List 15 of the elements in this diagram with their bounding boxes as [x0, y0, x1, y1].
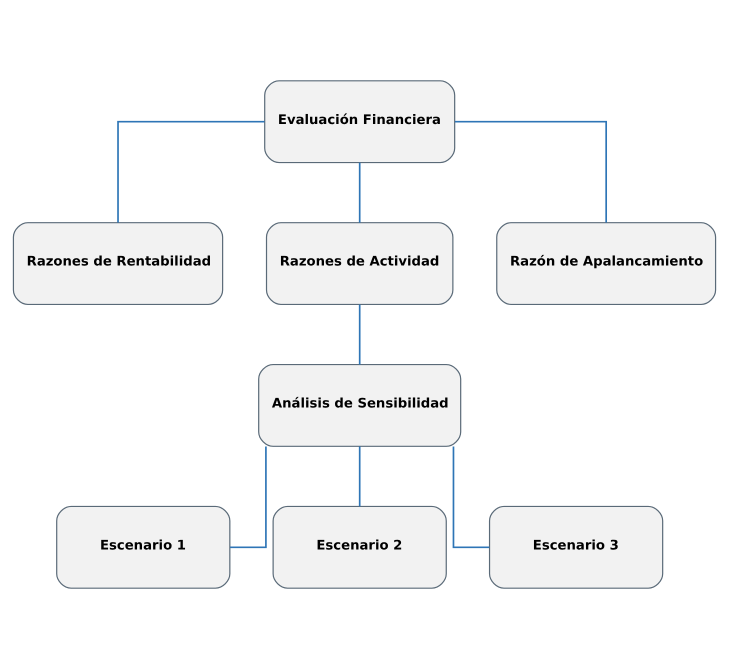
connector	[452, 446, 490, 548]
node-box: Razón de Apalancamiento	[496, 222, 716, 305]
connector	[358, 304, 361, 364]
connector	[358, 446, 361, 506]
node-box: Evaluación Financiera	[264, 80, 456, 163]
node-box: Análisis de Sensibilidad	[258, 363, 462, 446]
node-box: Razones de Rentabilidad	[12, 222, 224, 305]
node-box: Escenario 3	[488, 505, 664, 588]
connector	[454, 120, 607, 222]
connector	[117, 120, 265, 222]
node-box: Escenario 1	[56, 505, 230, 588]
node-box: Escenario 2	[272, 505, 447, 588]
connector	[358, 162, 361, 222]
node-box: Razones de Actividad	[266, 222, 454, 305]
connector	[230, 446, 267, 548]
